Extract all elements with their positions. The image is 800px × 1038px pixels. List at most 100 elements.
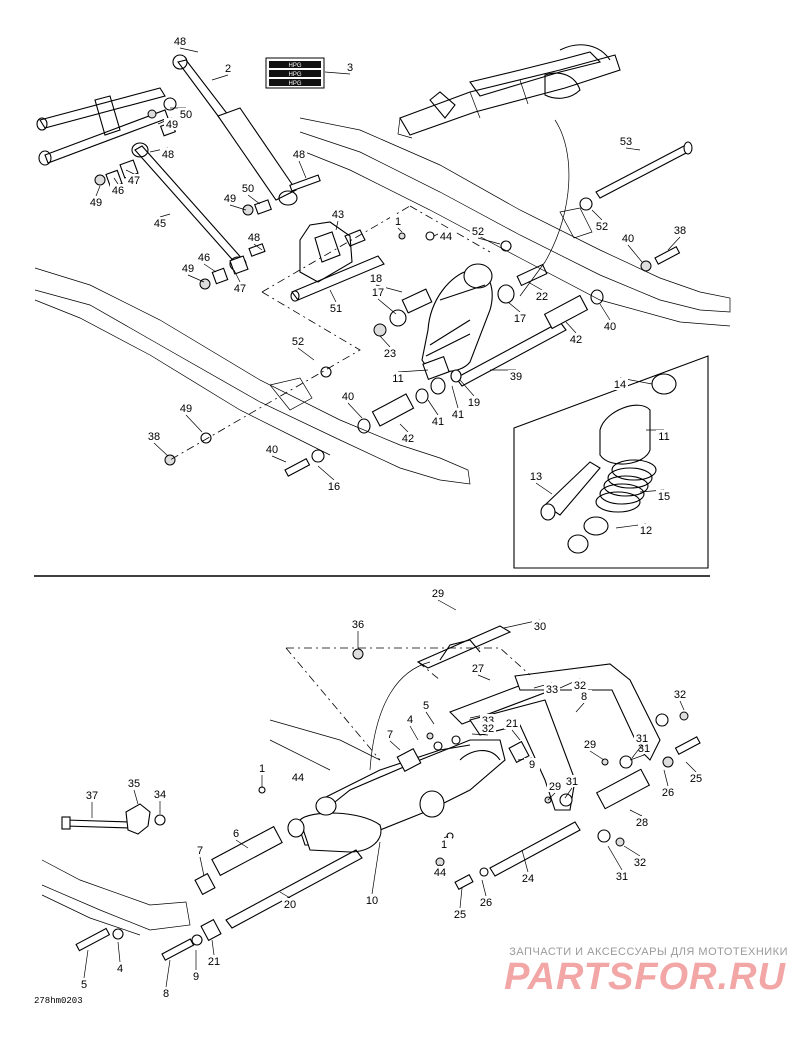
- part-number-callout: 9: [193, 971, 199, 983]
- callout-background: [672, 224, 688, 236]
- callout-background: [544, 683, 560, 695]
- callout-background: [532, 620, 548, 632]
- part-number-callout: 42: [570, 334, 582, 346]
- callout-leader: [679, 700, 685, 711]
- callout-leader: [153, 442, 169, 457]
- callout-leader: [409, 725, 419, 741]
- callout-background: [612, 378, 628, 390]
- part-number-callout: 39: [510, 371, 522, 383]
- right-slide-rail: [299, 117, 731, 327]
- part-number-callout: 36: [352, 619, 364, 631]
- part-number-callout: 12: [640, 525, 652, 537]
- callout-background: [206, 955, 222, 967]
- left-slide-rail: [34, 267, 471, 485]
- callout-background: [160, 148, 176, 160]
- callout-background: [180, 262, 196, 274]
- part-number-callout: 42: [402, 433, 414, 445]
- part-number-callout: 26: [480, 897, 492, 909]
- callout-background: [660, 786, 676, 798]
- part-number-callout: 30: [534, 621, 546, 633]
- callout-background: [330, 208, 346, 220]
- callout-leader: [459, 887, 463, 909]
- part-number-callout: 1: [395, 216, 401, 228]
- callout-background: [158, 987, 174, 999]
- bottom-reference-arrow: [369, 661, 431, 771]
- callout-background: [572, 679, 588, 691]
- part-number-callout: 51: [330, 303, 342, 315]
- part-number-callout: 11: [392, 373, 403, 385]
- part-number-callout: 53: [620, 136, 632, 148]
- callout-background: [634, 816, 650, 828]
- right-bolt-hardware: [164, 245, 681, 477]
- callout-background: [632, 856, 648, 868]
- part-number-callout: 32: [674, 689, 686, 701]
- part-number-callout: 14: [614, 379, 626, 391]
- callout-leader: [187, 274, 205, 283]
- callout-background: [222, 192, 238, 204]
- part-number-callout: 37: [86, 790, 98, 802]
- callout-background: [290, 335, 306, 347]
- bottom-right-rail: [269, 719, 381, 771]
- callout-background: [614, 870, 630, 882]
- watermark-tagline: ЗАПЧАСТИ И АКСЕССУАРЫ ДЛЯ МОТОТЕХНИКИ: [509, 946, 788, 958]
- callout-leader: [459, 379, 475, 397]
- callout-background: [192, 844, 208, 856]
- spring-detail-inset: [513, 355, 709, 569]
- bottom-fasteners: [75, 648, 701, 961]
- callout-background: [618, 135, 634, 147]
- callout-background: [512, 312, 528, 324]
- callout-leader: [298, 160, 307, 179]
- part-number-callout: 15: [658, 491, 670, 503]
- callout-background: [528, 470, 544, 482]
- decal-text: HPG: [288, 63, 301, 69]
- callout-background: [400, 432, 416, 444]
- callout-background: [436, 838, 452, 850]
- part-number-callout: 52: [596, 221, 608, 233]
- front-shock-absorber: [172, 54, 298, 206]
- callout-leader: [471, 733, 489, 736]
- part-number-callout: 40: [266, 444, 278, 456]
- callout-leader: [625, 147, 641, 151]
- part-number-callout: 48: [162, 149, 174, 161]
- part-number-callout: 22: [536, 291, 548, 303]
- callout-background: [568, 333, 584, 345]
- callout-background: [172, 35, 188, 47]
- part-number-callout: 32: [634, 857, 646, 869]
- callout-leader: [324, 71, 351, 75]
- long-bolt-53: [500, 141, 693, 252]
- rear-shock-absorber: [421, 263, 493, 380]
- part-number-callout: 5: [423, 700, 429, 712]
- callout-background: [326, 480, 342, 492]
- callout-leader: [663, 769, 669, 787]
- callout-background: [264, 443, 280, 455]
- part-number-callout: 13: [530, 471, 542, 483]
- callout-background: [152, 788, 168, 800]
- part-number-callout: 8: [581, 691, 587, 703]
- callout-background: [466, 396, 482, 408]
- callout-leader: [477, 674, 491, 681]
- callout-background: [534, 290, 550, 302]
- part-number-callout: 40: [342, 391, 354, 403]
- callout-leader: [199, 856, 205, 877]
- callout-leader: [247, 194, 261, 205]
- part-number-callout: 10: [366, 895, 378, 907]
- callout-leader: [397, 369, 429, 373]
- part-number-callout: 25: [454, 909, 466, 921]
- callout-background: [88, 196, 104, 208]
- callout-leader: [437, 599, 457, 611]
- callout-leader: [575, 702, 585, 713]
- callout-leader: [521, 849, 529, 873]
- callout-background: [178, 402, 194, 414]
- callout-leader: [159, 213, 171, 218]
- callout-leader: [317, 465, 335, 481]
- callout-leader: [329, 289, 337, 303]
- callout-leader: [113, 177, 119, 185]
- callout-background: [291, 148, 307, 160]
- rear-arm-bracket-30: [416, 625, 512, 669]
- part-number-callout: 48: [174, 36, 186, 48]
- callout-leader: [347, 402, 363, 419]
- part-number-callout: 16: [328, 481, 340, 493]
- part-number-callout: 38: [148, 431, 160, 443]
- part-number-callout: 7: [197, 845, 203, 857]
